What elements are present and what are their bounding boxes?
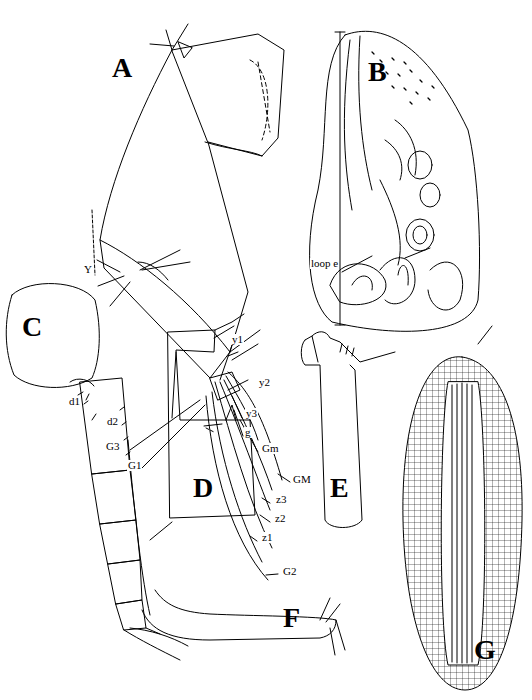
figure-letter: B (368, 58, 387, 86)
appendage-a (205, 142, 262, 156)
copulatory-organ-b (352, 276, 372, 290)
structure-g (403, 357, 522, 690)
copulatory-organ-b (428, 262, 463, 310)
seta-label: z2 (274, 513, 286, 524)
seta-label: y2 (258, 377, 271, 388)
limb-c (80, 378, 130, 474)
figure-letter: E (330, 474, 349, 502)
seta-label: d2 (106, 416, 119, 427)
copulatory-organ-b (385, 120, 416, 180)
appendage-a (97, 260, 130, 306)
segment-d (204, 405, 236, 426)
copulatory-organ-b (406, 219, 434, 251)
segment-d (215, 314, 244, 330)
appendage-a (224, 380, 272, 490)
copulatory-organ-b (310, 31, 480, 331)
seta-label: Y (83, 264, 93, 275)
segment-f (128, 440, 345, 655)
figure-letter: G (474, 636, 496, 664)
copulatory-organ-b (413, 226, 427, 244)
appendage-a (228, 330, 260, 360)
seta-label: y3 (245, 408, 258, 419)
limb-c (6, 284, 99, 388)
scale-bar (335, 32, 345, 325)
segment-f (128, 440, 150, 615)
copulatory-organ-b (310, 31, 480, 331)
segment-e (301, 340, 362, 528)
limb-c (108, 560, 142, 604)
seta-label: d1 (68, 396, 81, 407)
limb-c (100, 520, 140, 564)
structure-label: loop e (310, 258, 339, 269)
seta-label: G2 (282, 566, 297, 577)
limb-c (124, 628, 188, 660)
seta-label: z1 (261, 532, 273, 543)
appendage-a (150, 24, 188, 50)
appendage-a (250, 60, 270, 140)
appendage-a (172, 34, 284, 156)
segment-e (312, 332, 395, 362)
segment-d (168, 330, 255, 518)
segment-f (142, 590, 336, 640)
appendage-a (206, 396, 268, 580)
limb-c (70, 379, 94, 386)
seta-label: g (244, 427, 252, 438)
copulatory-organ-b (398, 265, 408, 285)
seta-label: G1 (127, 460, 142, 471)
copulatory-organ-b (408, 151, 432, 179)
seta-label: G3 (105, 441, 120, 452)
segment-d (168, 314, 255, 518)
segment-e (305, 336, 318, 362)
figure-letter: D (193, 474, 213, 502)
copulatory-organ-b (330, 264, 386, 305)
limb-c (116, 600, 146, 630)
structure-g (403, 326, 522, 690)
seta-label: Gm (261, 443, 280, 454)
appendage-a (220, 345, 290, 575)
scale-bar (335, 32, 345, 325)
copulatory-organ-b (380, 258, 415, 304)
appendage-a (100, 50, 248, 378)
structure-g (441, 382, 485, 665)
limb-c (78, 392, 130, 455)
structure-g (478, 326, 492, 344)
structure-g (403, 357, 522, 690)
appendage-a (100, 240, 230, 352)
segment-f (150, 522, 172, 540)
structure-g (452, 383, 472, 663)
copulatory-organ-b (420, 183, 440, 207)
figure-letter: A (112, 54, 132, 82)
figure-letter: C (22, 313, 42, 341)
limb-c (92, 470, 136, 524)
limb-c (86, 394, 96, 420)
segment-d (206, 428, 214, 432)
limb-c (6, 284, 188, 660)
seta-label: y1 (231, 334, 244, 345)
appendage-a (138, 250, 190, 280)
appendage-a (178, 42, 192, 58)
seta-label: z3 (275, 494, 287, 505)
copulatory-organ-b (344, 36, 372, 210)
segment-e (301, 332, 395, 528)
appendage-a (92, 24, 290, 580)
copulatory-organ-b (342, 180, 430, 272)
segment-e (340, 344, 354, 356)
seta-label: GM (292, 474, 312, 485)
appendage-a (228, 372, 282, 480)
segment-d (172, 352, 176, 418)
segment-f (320, 598, 345, 655)
figure-letter: F (283, 604, 300, 632)
